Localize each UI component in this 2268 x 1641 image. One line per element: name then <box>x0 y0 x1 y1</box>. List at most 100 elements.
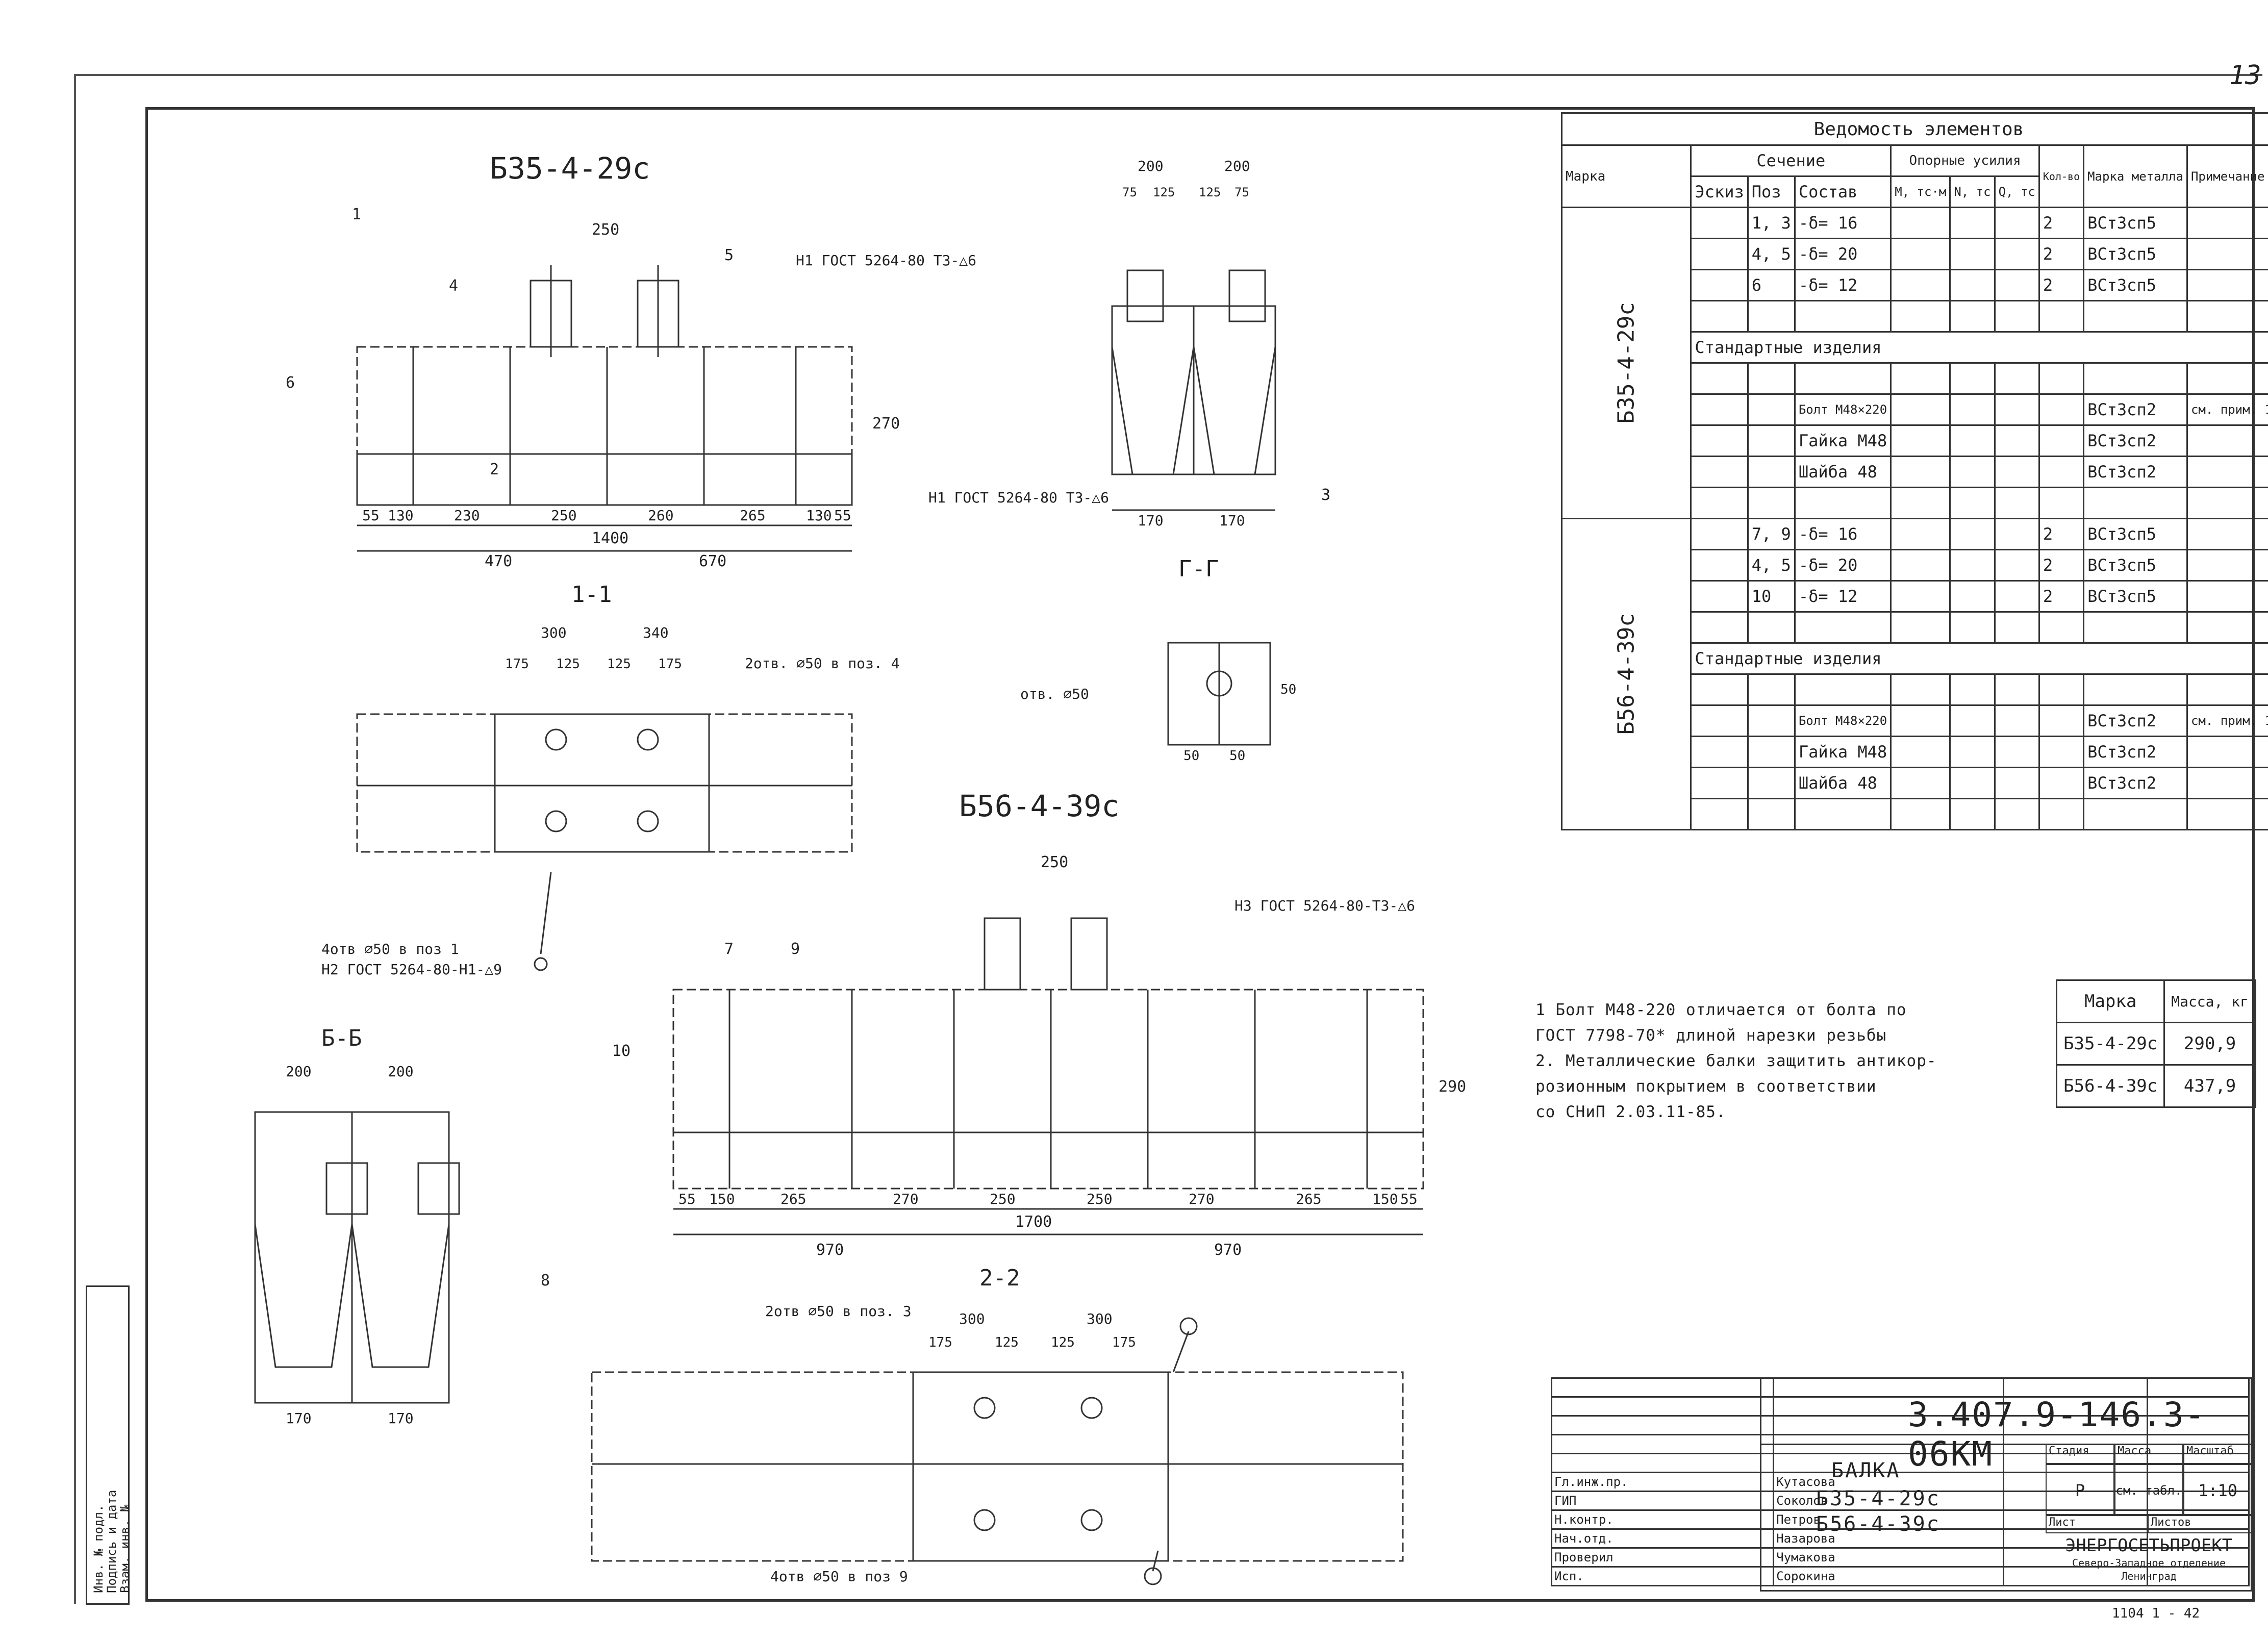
sig-name-1: Кутасова <box>1773 1472 2004 1492</box>
title-stage-block: Стадия Масса Масштаб Р см. табл. 1:10 Ли… <box>2046 1444 2252 1592</box>
col-q: Q, тс <box>1994 175 2040 208</box>
dim-v1-height: 270 <box>872 415 900 433</box>
sig-role-6: Исп. <box>1550 1566 1775 1586</box>
mass-mark-2: Б56-4-39с <box>2055 1064 2165 1108</box>
side-stamp-1: Инв. № подл. <box>91 1504 106 1593</box>
dim-11-1: 125 <box>556 657 580 672</box>
footer-code: 1104 1 - 42 <box>2112 1606 2200 1621</box>
sig-name-4: Назарова <box>1773 1528 2004 1549</box>
g1-pos-3: 6 <box>1747 269 1796 301</box>
holes-note-pos1: 4отв ⌀50 в поз 1 <box>321 941 459 957</box>
dim-cc-1: 50 <box>1183 748 1199 764</box>
dim-v2-b2: 265 <box>780 1191 807 1207</box>
g2-comp-3: -δ= 12 <box>1794 580 1892 613</box>
dim-v2-b5: 250 <box>1087 1191 1113 1207</box>
g2-std-steel-1: ВСт3сп2 <box>2083 704 2188 737</box>
g2-count-3: 2 <box>2038 580 2085 613</box>
col-count: Кол-во <box>2038 144 2085 208</box>
g1-std-2: Гайка М48 <box>1794 424 1892 457</box>
dim-v1-b2: 230 <box>454 507 480 524</box>
scale-value: 1:10 <box>2183 1464 2252 1515</box>
dim-22-3: 175 <box>1112 1335 1136 1350</box>
dim-aa-sub-0: 75 <box>1122 185 1137 199</box>
g2-std-header: Стандартные изделия <box>1690 642 2268 675</box>
g2-steel-2: ВСт3сп5 <box>2083 549 2188 582</box>
dim-v2-b6: 270 <box>1189 1191 1215 1207</box>
dim-v1-b0: 55 <box>362 507 380 524</box>
pos-label-3: 3 <box>1321 486 1330 504</box>
col-note: Примечание <box>2186 144 2268 208</box>
dim-22-1: 125 <box>995 1335 1019 1350</box>
g1-std-1: Болт М48×220 <box>1794 393 1892 426</box>
pos-label-9: 9 <box>791 940 800 958</box>
drawing-code: 3.407.9-146.3-06КМ <box>1908 1395 2206 1474</box>
col-steel: Марка металла <box>2083 144 2188 208</box>
pos-label-10: 10 <box>612 1042 631 1060</box>
dim-v2-b4: 250 <box>990 1191 1016 1207</box>
dim-bb-top-1: 200 <box>286 1063 312 1080</box>
sheet-outer-left-line <box>74 74 76 1604</box>
item-mark-2: Б56-4-39с <box>1816 1512 1941 1536</box>
mass-value: см. табл. <box>2114 1464 2183 1515</box>
dim-v1-b1: 130 <box>388 507 414 524</box>
organization: ЭНЕРГОСЕТЬПРОЕКТ <box>2065 1535 2233 1556</box>
sig-name-5: Чумакова <box>1773 1547 2004 1568</box>
schedule-title: Ведомость элементов <box>1561 112 2268 146</box>
dim-v2-b7: 265 <box>1296 1191 1322 1207</box>
g2-count-2: 2 <box>2038 549 2085 582</box>
col-n: N, тс <box>1949 175 1996 208</box>
g2-std-note-1: см. прим. 1 <box>2186 704 2268 737</box>
dim-v2-b0: 55 <box>678 1191 696 1207</box>
holes-note-pos9: 4отв ⌀50 в поз 9 <box>770 1568 908 1585</box>
col-mark: Марка <box>1560 144 1692 208</box>
organization-sub1: Северо-Западное отделение <box>2072 1557 2226 1569</box>
dim-v2-half-2: 970 <box>1214 1241 1242 1259</box>
g1-std-steel-1: ВСт3сп2 <box>2083 393 2188 426</box>
dim-v2-height: 290 <box>1439 1078 1466 1096</box>
dim-aa-bot-1: 170 <box>1138 512 1164 529</box>
dim-aa-sub-2: 125 <box>1199 185 1221 199</box>
view2-title: Б56-4-39с <box>959 789 1119 823</box>
g2-std-1: Болт М48×220 <box>1794 704 1892 737</box>
dim-v2-b3: 270 <box>893 1191 919 1207</box>
side-stamp: Инв. № подл. Подпись и дата Взам. инв. № <box>86 1285 132 1605</box>
dim-v2-b9: 55 <box>1400 1191 1418 1207</box>
side-stamp-2: Подпись и дата <box>105 1489 119 1593</box>
item-mark-1: Б35-4-29с <box>1816 1487 1941 1510</box>
mass-mark-1: Б35-4-29с <box>2055 1022 2165 1066</box>
pos-label-7: 7 <box>724 940 734 958</box>
dim-bb-bot-1: 170 <box>286 1410 312 1427</box>
col-m: M, тс·м <box>1890 175 1951 208</box>
sig-name-6: Сорокина <box>1773 1566 2004 1586</box>
notes-block: 1 Болт М48-220 отличается от болта по ГО… <box>1535 997 1995 1125</box>
g1-std-header: Стандартные изделия <box>1690 331 2268 364</box>
scale-label: Масштаб <box>2183 1444 2252 1464</box>
g1-comp-1: -δ= 16 <box>1794 207 1892 239</box>
g1-comp-3: -δ= 12 <box>1794 269 1892 301</box>
g2-std-steel-2: ВСт3сп2 <box>2083 736 2188 768</box>
dim-v1-half-1: 470 <box>485 552 512 570</box>
pos-label-2: 2 <box>490 461 499 478</box>
sheet-frame <box>145 107 2255 1602</box>
g1-std-note-1: см. прим. 1 <box>2186 393 2268 426</box>
g1-steel-2: ВСт3сп5 <box>2083 238 2188 270</box>
g2-std-2: Гайка М48 <box>1794 736 1892 768</box>
group2-mark: Б56-4-39с <box>1560 518 1692 830</box>
dim-aa-top-1: 200 <box>1138 158 1164 174</box>
sig-name-2: Соколов <box>1773 1491 2004 1511</box>
pos-label-5: 5 <box>724 246 734 264</box>
sig-role-2: ГИП <box>1550 1491 1775 1511</box>
stage-label: Стадия <box>2046 1444 2114 1464</box>
dim-v1-b7: 55 <box>834 507 851 524</box>
section-cc-title: Г-Г <box>1178 556 1219 582</box>
stage-value: Р <box>2046 1464 2114 1515</box>
view1-title: Б35-4-29с <box>490 151 650 186</box>
mass-table: Марка Масса, кг Б35-4-29с 290,9 Б56-4-39… <box>2055 979 2256 1108</box>
sheet-outer-top-line <box>74 74 2262 76</box>
dim-v2-top: 250 <box>1041 853 1068 871</box>
weld-note-n1b: Н1 ГОСТ 5264-80 Т3-△6 <box>928 489 1109 506</box>
element-schedule: Ведомость элементов Марка Сечение Опорны… <box>1560 112 2268 830</box>
note-line-3: 2. Металлические балки защитить антикор- <box>1535 1052 1937 1070</box>
dim-v1-b3: 250 <box>551 507 577 524</box>
item-title: БАЛКА <box>1831 1459 1901 1482</box>
